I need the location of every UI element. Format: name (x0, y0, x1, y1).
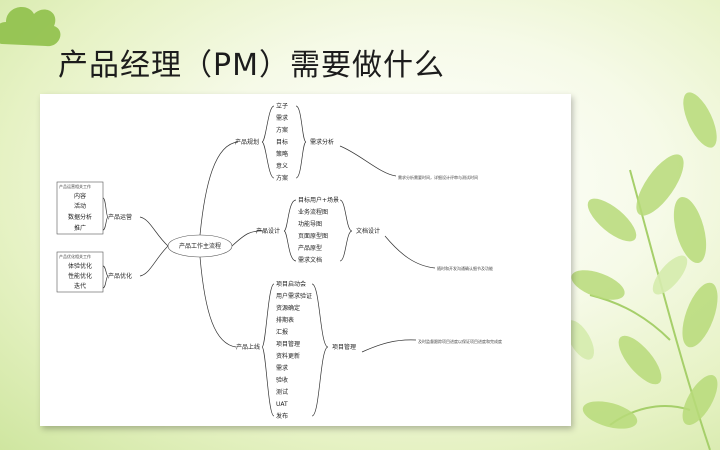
design-item: 功能导图 (298, 220, 322, 228)
operation-items: 内容 活动 数据分析 推广 (68, 192, 92, 232)
design-item: 业务流程图 (298, 208, 328, 216)
branch-product-optimization-label: 产品优化 (108, 272, 132, 280)
optimization-item: 体验优化 (68, 262, 92, 270)
launch-next-label: 项目管理 (332, 343, 356, 351)
design-item: 产品原型 (298, 244, 322, 252)
operation-item: 活动 (74, 202, 86, 210)
optimization-box (56, 251, 104, 293)
planning-note: 需求分析需要时间，详细设计评审与测试时间 (398, 174, 478, 180)
branch-product-operation-label: 产品运营 (108, 213, 132, 221)
central-node-label: 产品工作主流程 (179, 242, 221, 250)
optimization-item: 迭代 (74, 282, 86, 290)
launch-items: 项目启动会 用户需求验证 资源确定 排期表 汇报 项目管理 资料更新 需求 验收… (276, 280, 312, 420)
planning-item: 方案 (276, 126, 288, 134)
launch-item: 汇报 (276, 328, 288, 336)
planning-item: 目标 (276, 138, 288, 146)
planning-item: 立子 (276, 102, 288, 110)
planning-item: 需求 (276, 114, 288, 122)
design-items: 目标用户+场景 业务流程图 功能导图 页面原型图 产品原型 需求文档 (298, 196, 339, 264)
mindmap-image: 产品工作主流程 产品规划 立子 需求 方案 目标 策略 意义 方案 需求分析 (40, 94, 571, 426)
launch-item: 需求 (276, 364, 288, 372)
branch-product-launch-label: 产品上线 (236, 343, 260, 351)
mindmap-diagram: 产品工作主流程 产品规划 立子 需求 方案 目标 策略 意义 方案 需求分析 (56, 102, 502, 420)
optimization-items: 体验优化 性能优化 迭代 (68, 262, 92, 290)
launch-item: 资源确定 (276, 304, 300, 312)
launch-item: 发布 (276, 412, 288, 420)
launch-note: 及时监督跟踪项目进度以保证项目进度和完成度 (418, 338, 502, 344)
mindmap-central-node: 产品工作主流程 (167, 234, 233, 258)
operation-item: 数据分析 (68, 213, 92, 221)
slide-title: 产品经理（PM）需要做什么 (58, 48, 445, 83)
branch-product-design-label: 产品设计 (256, 227, 280, 235)
leaves-decoration-icon (566, 92, 718, 450)
planning-item: 策略 (276, 150, 288, 158)
operation-header: 产品运营相关工作 (59, 183, 91, 189)
launch-item: 排期表 (276, 316, 294, 324)
launch-item: 资料更新 (276, 352, 300, 360)
planning-item: 意义 (276, 162, 288, 170)
design-note: 随时和开发沟通确认细节及功能 (437, 265, 493, 271)
planning-items: 立子 需求 方案 目标 策略 意义 方案 (276, 102, 288, 182)
design-item: 目标用户+场景 (298, 196, 339, 204)
optimization-item: 性能优化 (68, 272, 92, 280)
planning-item: 方案 (276, 174, 288, 182)
launch-item: UAT (276, 401, 288, 408)
launch-item: 项目启动会 (276, 280, 306, 288)
operation-box (56, 181, 104, 235)
launch-item: 项目管理 (276, 340, 300, 348)
cloud-decoration-icon (0, 7, 61, 47)
launch-item: 测试 (276, 388, 288, 396)
optimization-header: 产品优化相关工作 (59, 253, 91, 259)
design-item: 页面原型图 (298, 232, 328, 240)
branch-product-planning-label: 产品规划 (235, 138, 259, 146)
design-next-label: 文档设计 (356, 227, 380, 235)
planning-next-label: 需求分析 (310, 138, 334, 146)
design-item: 需求文档 (298, 256, 322, 264)
operation-item: 内容 (74, 192, 86, 200)
launch-item: 验收 (276, 376, 288, 384)
operation-item: 推广 (74, 224, 86, 232)
launch-item: 用户需求验证 (276, 292, 312, 300)
